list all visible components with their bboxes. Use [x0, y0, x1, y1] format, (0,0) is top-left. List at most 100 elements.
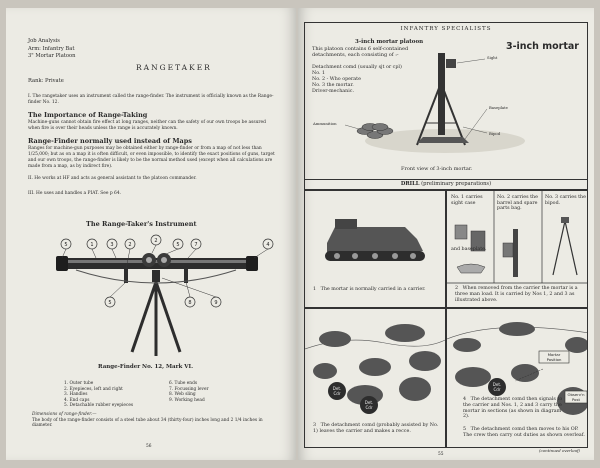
eyepiece-lens-left — [146, 257, 152, 263]
sight-case — [454, 224, 468, 240]
crew-list: Detachment comd (usually sjt or cpl) No.… — [312, 65, 422, 95]
position-landscape: Mortar Position Observ'n Post Det. Cdr — [447, 322, 587, 415]
bipod-leg-left — [416, 82, 442, 146]
tripod-leg-left — [130, 281, 158, 353]
legend-item: 6. Tube ends — [169, 381, 198, 386]
paragraph-3: Ranges for machine-gun purposes may be o… — [28, 146, 275, 169]
step-description: When removed from the carrier the mortar… — [455, 286, 578, 303]
step-3-text: 3 The detachment comd (probably assisted… — [313, 423, 443, 435]
mortar-barrel — [438, 53, 445, 135]
web-sling — [75, 269, 237, 284]
callout-number: 1 — [90, 242, 93, 248]
eyepiece-lens-right — [161, 257, 167, 263]
step-description: The detachment comd (probably assisted b… — [313, 423, 439, 434]
handle-left — [124, 269, 128, 283]
legend-item: 1. Outer tube — [64, 381, 94, 386]
marker-text: Det. — [365, 400, 373, 405]
platoon-text: This platoon contains 6 self-contained d… — [312, 46, 409, 59]
baseplate-drawing — [456, 263, 486, 274]
no3-label: No. 3 carries the bipod. — [545, 195, 586, 206]
job-analysis-meta: Job Analysis Arm: Infantry Bat 3" Mortar… — [28, 38, 75, 61]
drill-label: DRILL — [400, 181, 420, 187]
legend-item: 4. End caps — [64, 397, 90, 403]
dimensions-label: Dimensions of range-finder.— — [32, 412, 97, 417]
step-description: The detachment comd then signals to the … — [463, 397, 563, 420]
callout-number: 5 — [64, 242, 67, 248]
map-label: Mortar — [548, 352, 561, 357]
continued-note: (continued overleaf) — [538, 448, 580, 453]
page-number: 56 — [146, 444, 152, 449]
legend-item: 8. Web sling — [169, 392, 196, 398]
label-sight: Sight — [487, 55, 498, 60]
bipod-head — [561, 217, 569, 223]
marker-text: Cdr — [494, 387, 501, 392]
heading-importance: The Importance of Range-Taking — [28, 111, 148, 119]
bipod-drawing-left — [552, 220, 566, 276]
callout-number: 5 — [108, 300, 111, 306]
rank-line: Rank: Private — [28, 78, 64, 84]
drill-subtitle: (preliminary preparations) — [421, 181, 492, 187]
drill-header: DRILL (preliminary preparations) — [304, 180, 588, 190]
left-page: Job Analysis Arm: Infantry Bat 3" Mortar… — [6, 8, 296, 460]
marker-text: Det. — [333, 386, 341, 391]
spare-parts-bag — [502, 242, 514, 258]
crew-item: No. 2 - Who operate — [312, 77, 361, 82]
legend-item: 2. Eyepieces, left and right — [64, 386, 123, 392]
page-number: 55 — [438, 452, 444, 457]
legend-item: 3. Handles — [64, 392, 88, 398]
callout-number: 9 — [214, 300, 217, 306]
step-4-text: 4 The detachment comd then signals to th… — [463, 397, 567, 420]
paragraph-4: II. He works at HF and acts as general a… — [28, 176, 197, 181]
label-ammunition: Ammunition — [313, 121, 337, 126]
step-number: 1 — [313, 287, 317, 292]
step-description: The mortar is normally carried in a carr… — [320, 287, 426, 292]
tripod-leg-right — [154, 281, 182, 353]
map-label: Position — [547, 357, 562, 362]
legend-item: 7. Focussing lever — [169, 386, 209, 392]
instrument-title: The Range-Taker's Instrument — [86, 220, 197, 228]
right-end-cap — [246, 256, 258, 271]
front-view-caption: Front view of 3-inch mortar. — [401, 166, 473, 172]
mortar-sight — [446, 59, 456, 68]
crew-item: Driver-mechanic. — [312, 89, 354, 94]
mortar-illustration — [344, 53, 525, 153]
baseplate-label: and baseplate. — [451, 247, 487, 252]
right-page: INFANTRY SPECIALISTS 3-inch mortar 3-inc… — [298, 8, 594, 460]
drill-panel-1: 1 The mortar is normally carried in a ca… — [304, 190, 446, 308]
step-5-text: 5 The detachment comd then moves to his … — [463, 427, 587, 439]
marker-text: Cdr — [334, 391, 341, 396]
callout-number: 5 — [176, 242, 179, 248]
loads-illustration — [447, 191, 587, 284]
heading-range-finder: Range-Finder normally used instead of Ma… — [28, 137, 192, 145]
handle-right — [184, 269, 188, 283]
step-number: 4 — [463, 397, 467, 402]
paragraph-2: Machine-guns cannot obtain fire effect a… — [28, 120, 266, 131]
legend-item: 9. Working head — [169, 397, 205, 403]
marker-text: Cdr — [366, 405, 373, 410]
det-cdr-marker-2 — [360, 396, 378, 414]
range-finder-illustration: 5 1 3 2 2 5 7 4 5 8 9 — [56, 234, 274, 356]
dimensions-text: The body of the range-finder consists of… — [32, 418, 263, 428]
callout-number: 2 — [154, 238, 157, 244]
drill-panel-2: No. 1 carries sight case No. 2 carries t… — [446, 190, 588, 308]
label-bipod: Bipod — [489, 131, 501, 136]
marker-text: Det. — [493, 382, 501, 387]
mortar-overview-box: INFANTRY SPECIALISTS 3-inch mortar 3-inc… — [304, 22, 588, 180]
map-label: Post — [572, 397, 580, 402]
drill-panel-4: Mortar Position Observ'n Post Det. Cdr 4… — [446, 308, 588, 448]
legend-item: 5. Detachable rubber eyepieces — [64, 403, 134, 409]
carrier-hull — [327, 227, 423, 253]
mortar-position-box — [538, 350, 570, 364]
working-head — [152, 270, 160, 282]
map-label: Observ'n — [568, 392, 586, 397]
paragraph-1: I. The rangetaker uses an instrument cal… — [28, 94, 274, 105]
recce-landscape: Det. Cdr Det. Cdr — [305, 324, 445, 414]
bipod-leg-right — [440, 82, 466, 146]
step-1-text: 1 The mortar is normally carried in a ca… — [313, 287, 441, 293]
observation-post-box — [564, 390, 587, 404]
callout-number: 2 — [128, 242, 131, 248]
label-baseplate: Baseplate — [489, 105, 508, 110]
baseplate — [417, 137, 469, 143]
step-number: 5 — [463, 427, 467, 432]
parts-legend: 1. Outer tube 6. Tube ends 2. Eyepieces,… — [64, 381, 264, 409]
